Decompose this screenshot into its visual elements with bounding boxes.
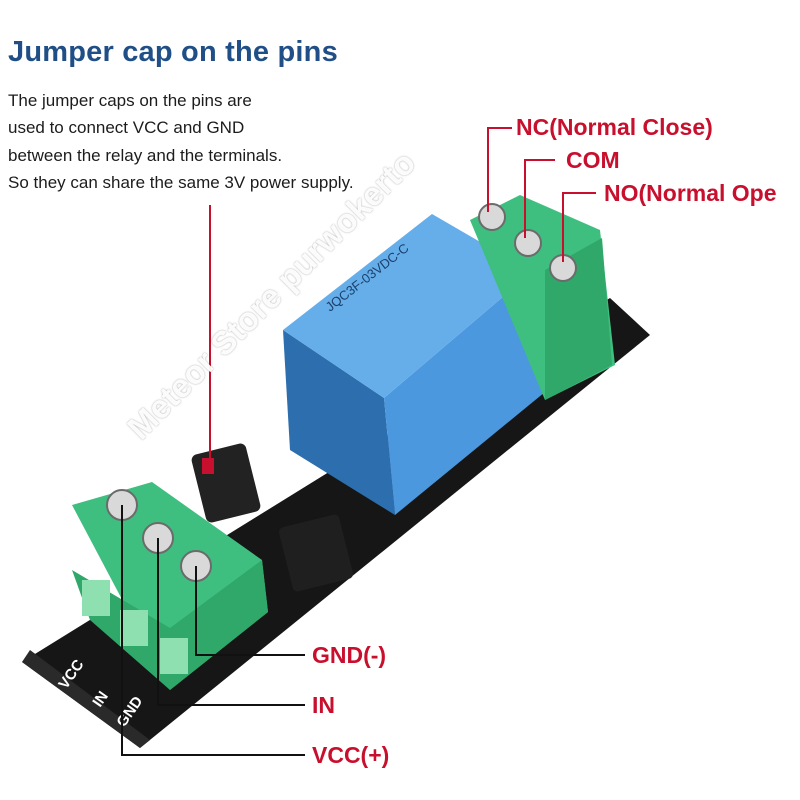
jumper-pin: [202, 458, 214, 474]
pin-header: [278, 514, 354, 592]
callout-line-nc: [487, 127, 512, 212]
description-line-2: used to connect VCC and GND: [8, 118, 245, 137]
diagram-title: Jumper cap on the pins: [8, 36, 338, 68]
input-terminal-slot: [82, 580, 110, 616]
label-in: IN: [312, 692, 335, 718]
label-vcc: VCC(+): [312, 742, 390, 768]
relay-front: [384, 272, 545, 515]
label-no: NO(Normal Ope: [604, 180, 777, 206]
pcb-edge: [22, 650, 150, 748]
jumper-cap: [191, 443, 261, 523]
callout-line-gnd: [195, 566, 305, 656]
input-terminal-slot: [120, 610, 148, 646]
relay-top: [283, 214, 532, 398]
description-line-3: between the relay and the terminals.: [8, 146, 283, 165]
label-gnd: GND(-): [312, 642, 387, 668]
input-terminal-slot: [160, 638, 188, 674]
label-com: COM: [566, 147, 620, 173]
label-nc: NC(Normal Close): [516, 114, 713, 140]
description-line-4: So they can share the same 3V power supp…: [8, 173, 354, 192]
callout-line-com: [524, 159, 555, 238]
relay-side: [283, 330, 395, 515]
description-line-1: The jumper caps on the pins are: [8, 91, 252, 110]
screw-nc: [478, 203, 506, 231]
callout-line-vcc: [121, 505, 305, 756]
screw-com: [514, 229, 542, 257]
input-terminal-front: [72, 560, 268, 690]
callout-line-no: [562, 192, 596, 262]
callout-line-in: [157, 538, 305, 706]
